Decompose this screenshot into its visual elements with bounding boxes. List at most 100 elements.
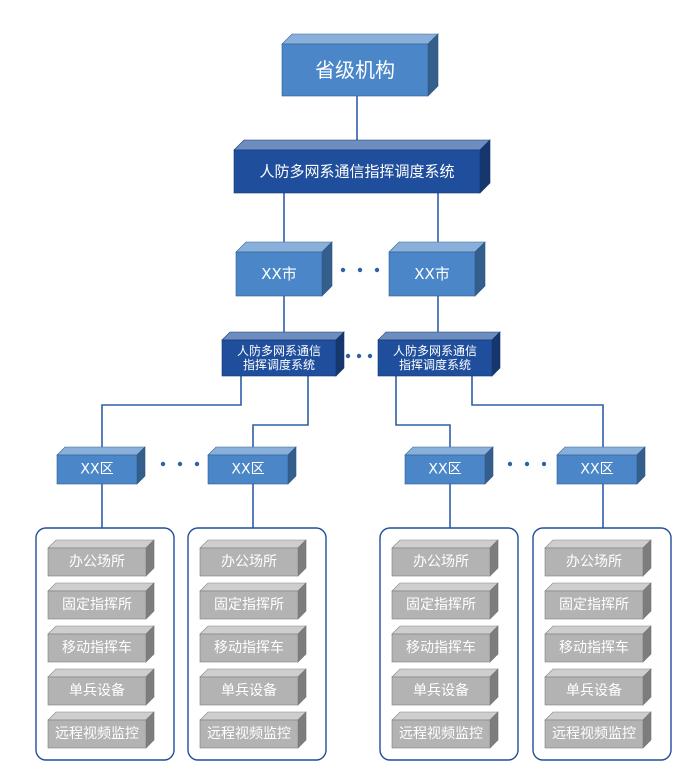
unit-item-1-1-label: 办公场所: [69, 554, 125, 570]
unit-item-1-3: 移动指挥车: [47, 625, 155, 663]
district-box-2-front-face: [207, 454, 289, 485]
unit-item-4-4-top-face: [544, 668, 652, 678]
unit-item-4-1-label: 办公场所: [566, 554, 622, 570]
unit-item-2-5: 远程视频监控: [199, 711, 307, 749]
unit-item-3-3: 移动指挥车: [391, 625, 499, 663]
district-box-1-front-face: [56, 454, 138, 485]
unit-item-1-1-top-face: [47, 539, 155, 549]
unit-item-3-4-top-face: [391, 668, 499, 678]
unit-item-2-3-front-face: [199, 633, 299, 663]
unit-item-3-3-front-face: [391, 633, 491, 663]
top-box: 省级机构: [281, 33, 439, 97]
unit-item-4-4: 单兵设备: [544, 668, 652, 706]
ellipsis-dot: [194, 461, 200, 467]
top-box-label: 省级机构: [315, 58, 395, 82]
ellipsis-dot: [541, 461, 547, 467]
ellipsis-dot: [374, 267, 380, 273]
ellipsis-dot: [356, 353, 362, 359]
unit-item-2-5-top-face: [199, 711, 307, 721]
city-system-left-box-label-line2: 指挥调度系统: [243, 357, 315, 372]
district-box-4-label: XX区: [580, 462, 613, 478]
unit-item-2-1-label: 办公场所: [221, 554, 277, 570]
unit-item-3-2-top-face: [391, 582, 499, 592]
district-box-2: XX区: [207, 446, 297, 485]
city-system-right-box: 人防多网系通信指挥调度系统: [377, 331, 501, 377]
system-main-box-top-face: [233, 139, 491, 151]
district-box-1-top-face: [56, 446, 146, 456]
district-box-3: XX区: [404, 446, 494, 485]
unit-item-1-5-top-face: [47, 711, 155, 721]
city-left-box-side-face: [321, 241, 333, 297]
unit-item-4-1: 办公场所: [544, 539, 652, 577]
top-box-side-face: [427, 33, 439, 97]
district-box-4-top-face: [556, 446, 646, 456]
city-right-box-label: XX市: [414, 265, 450, 283]
unit-item-1-3-front-face: [47, 633, 147, 663]
unit-item-1-5-front-face: [47, 719, 147, 749]
dots-between-cities: [340, 267, 380, 273]
connector-lines: [101, 92, 604, 528]
district-box-2-label: XX区: [231, 462, 264, 478]
unit-item-1-4-top-face: [47, 668, 155, 678]
unit-item-3-3-top-face: [391, 625, 499, 635]
unit-item-3-1: 办公场所: [391, 539, 499, 577]
unit-item-1-1: 办公场所: [47, 539, 155, 577]
top-box-front-face: [281, 43, 429, 97]
unit-item-3-1-top-face: [391, 539, 499, 549]
city-system-left-box: 人防多网系通信指挥调度系统: [221, 331, 345, 377]
city-system-left-box-front-face: [221, 339, 337, 377]
unit-item-1-2-front-face: [47, 590, 147, 620]
unit-item-1-2-label: 固定指挥所: [62, 597, 132, 613]
line-sys-right-to-district-4: [471, 376, 604, 455]
unit-item-3-4-front-face: [391, 676, 491, 706]
unit-item-2-5-front-face: [199, 719, 299, 749]
unit-item-4-3-top-face: [544, 625, 652, 635]
city-left-box-label: XX市: [261, 265, 297, 283]
line-sys-left-to-district-2: [252, 376, 309, 455]
unit-item-4-1-top-face: [544, 539, 652, 549]
unit-item-1-2-top-face: [47, 582, 155, 592]
unit-item-3-2-front-face: [391, 590, 491, 620]
unit-item-2-4-top-face: [199, 668, 307, 678]
unit-item-1-4: 单兵设备: [47, 668, 155, 706]
system-main-box-label: 人防多网系通信指挥调度系统: [259, 163, 454, 181]
city-left-box-front-face: [235, 251, 323, 297]
district-box-1: XX区: [56, 446, 146, 485]
unit-item-2-2-label: 固定指挥所: [214, 597, 284, 613]
city-system-left-box-side-face: [335, 331, 345, 377]
ellipsis-dot: [367, 353, 373, 359]
unit-item-2-3-label: 移动指挥车: [214, 639, 284, 656]
district-box-3-front-face: [404, 454, 486, 485]
ellipsis-dot: [340, 267, 346, 273]
city-system-right-box-side-face: [491, 331, 501, 377]
unit-item-3-5: 远程视频监控: [391, 711, 499, 749]
city-system-right-box-label-line1: 人防多网系通信: [393, 343, 477, 358]
ellipsis-dot: [507, 461, 513, 467]
unit-item-3-2: 固定指挥所: [391, 582, 499, 620]
city-right-box-side-face: [474, 241, 486, 297]
unit-item-4-3-label: 移动指挥车: [559, 639, 629, 656]
unit-item-3-4: 单兵设备: [391, 668, 499, 706]
unit-item-2-1-front-face: [199, 547, 299, 577]
district-box-3-label: XX区: [428, 462, 461, 478]
line-sys-left-to-district-1: [101, 376, 242, 455]
unit-item-3-5-front-face: [391, 719, 491, 749]
unit-item-2-4-label: 单兵设备: [221, 682, 277, 699]
unit-item-4-2-front-face: [544, 590, 644, 620]
city-right-box-top-face: [388, 241, 486, 253]
unit-item-2-1: 办公场所: [199, 539, 307, 577]
city-system-right-box-label-line2: 指挥调度系统: [399, 357, 471, 372]
system-main-box: 人防多网系通信指挥调度系统: [233, 139, 491, 194]
unit-item-2-2: 固定指挥所: [199, 582, 307, 620]
unit-item-3-1-front-face: [391, 547, 491, 577]
district-box-4: XX区: [556, 446, 646, 485]
unit-item-3-4-label: 单兵设备: [413, 682, 469, 699]
unit-item-3-1-label: 办公场所: [413, 554, 469, 570]
unit-item-4-1-front-face: [544, 547, 644, 577]
ellipsis-dot: [345, 353, 351, 359]
unit-item-2-4: 单兵设备: [199, 668, 307, 706]
dots-between-city-systems: [345, 353, 373, 359]
unit-item-1-5: 远程视频监控: [47, 711, 155, 749]
city-left-box-top-face: [235, 241, 333, 253]
